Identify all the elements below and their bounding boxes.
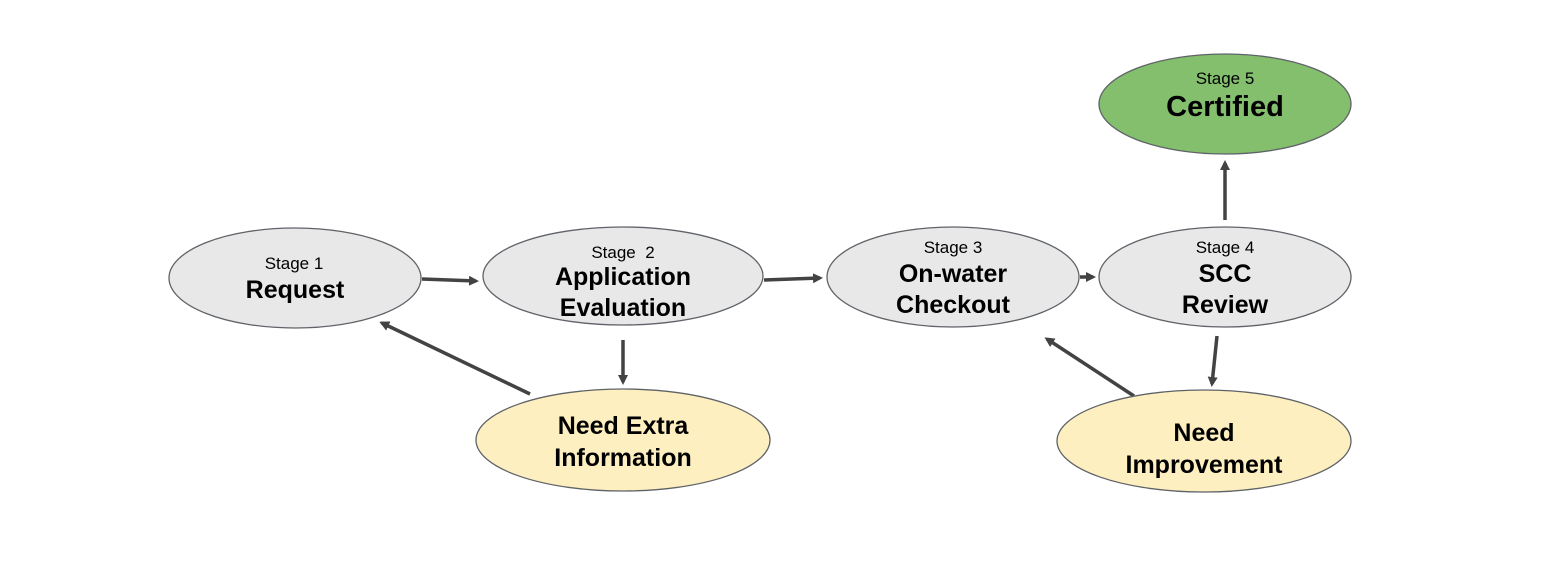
stage-title-line-2: Checkout [896,291,1011,319]
node-shape [1098,226,1352,328]
node-shape [482,226,764,326]
node-stage-5-certified: Stage 5 Certified [1098,53,1352,155]
edge-improvement-to-checkout [1044,337,1135,398]
node-title-line-1: Need Extra [558,412,690,440]
edge-review-to-improvement [1207,335,1219,387]
node-title-line-2: Information [554,444,692,472]
stage-title-line-1: SCC [1199,260,1252,288]
node-title-line-2: Improvement [1126,451,1284,479]
node-shape [168,227,422,329]
stage-title-line-1: Application [555,263,691,291]
node-shape [1098,53,1352,155]
stage-number-label: Stage 1 [265,254,324,273]
node-stage-3-on-water-checkout: Stage 3 On-water Checkout [826,226,1080,328]
stage-number-label: Stage 5 [1196,69,1255,88]
node-shape [1056,389,1352,493]
stage-title-line-2: Review [1182,291,1269,319]
edge-request-to-evaluation [421,275,479,286]
node-need-extra-information: Need Extra Information [475,388,771,492]
node-stage-4-scc-review: Stage 4 SCC Review [1098,226,1352,328]
edge-extra-info-to-request [379,321,531,396]
stage-number-label: Stage 3 [924,238,983,257]
edge-evaluation-to-checkout [763,273,823,284]
node-shape [475,388,771,492]
stage-number-label: Stage 2 [591,243,654,262]
stage-title-line-1: Certified [1166,91,1284,123]
node-stage-2-application-evaluation: Stage 2 Application Evaluation [482,226,764,326]
stage-number-label: Stage 4 [1196,238,1255,257]
stage-title-line-1: Request [246,276,345,304]
node-shape [826,226,1080,328]
stage-title-line-2: Evaluation [560,294,686,322]
stage-title-line-1: On-water [899,260,1008,288]
node-title-line-1: Need [1173,419,1234,447]
node-stage-1-request: Stage 1 Request [168,227,422,329]
node-need-improvement: Need Improvement [1056,389,1352,493]
